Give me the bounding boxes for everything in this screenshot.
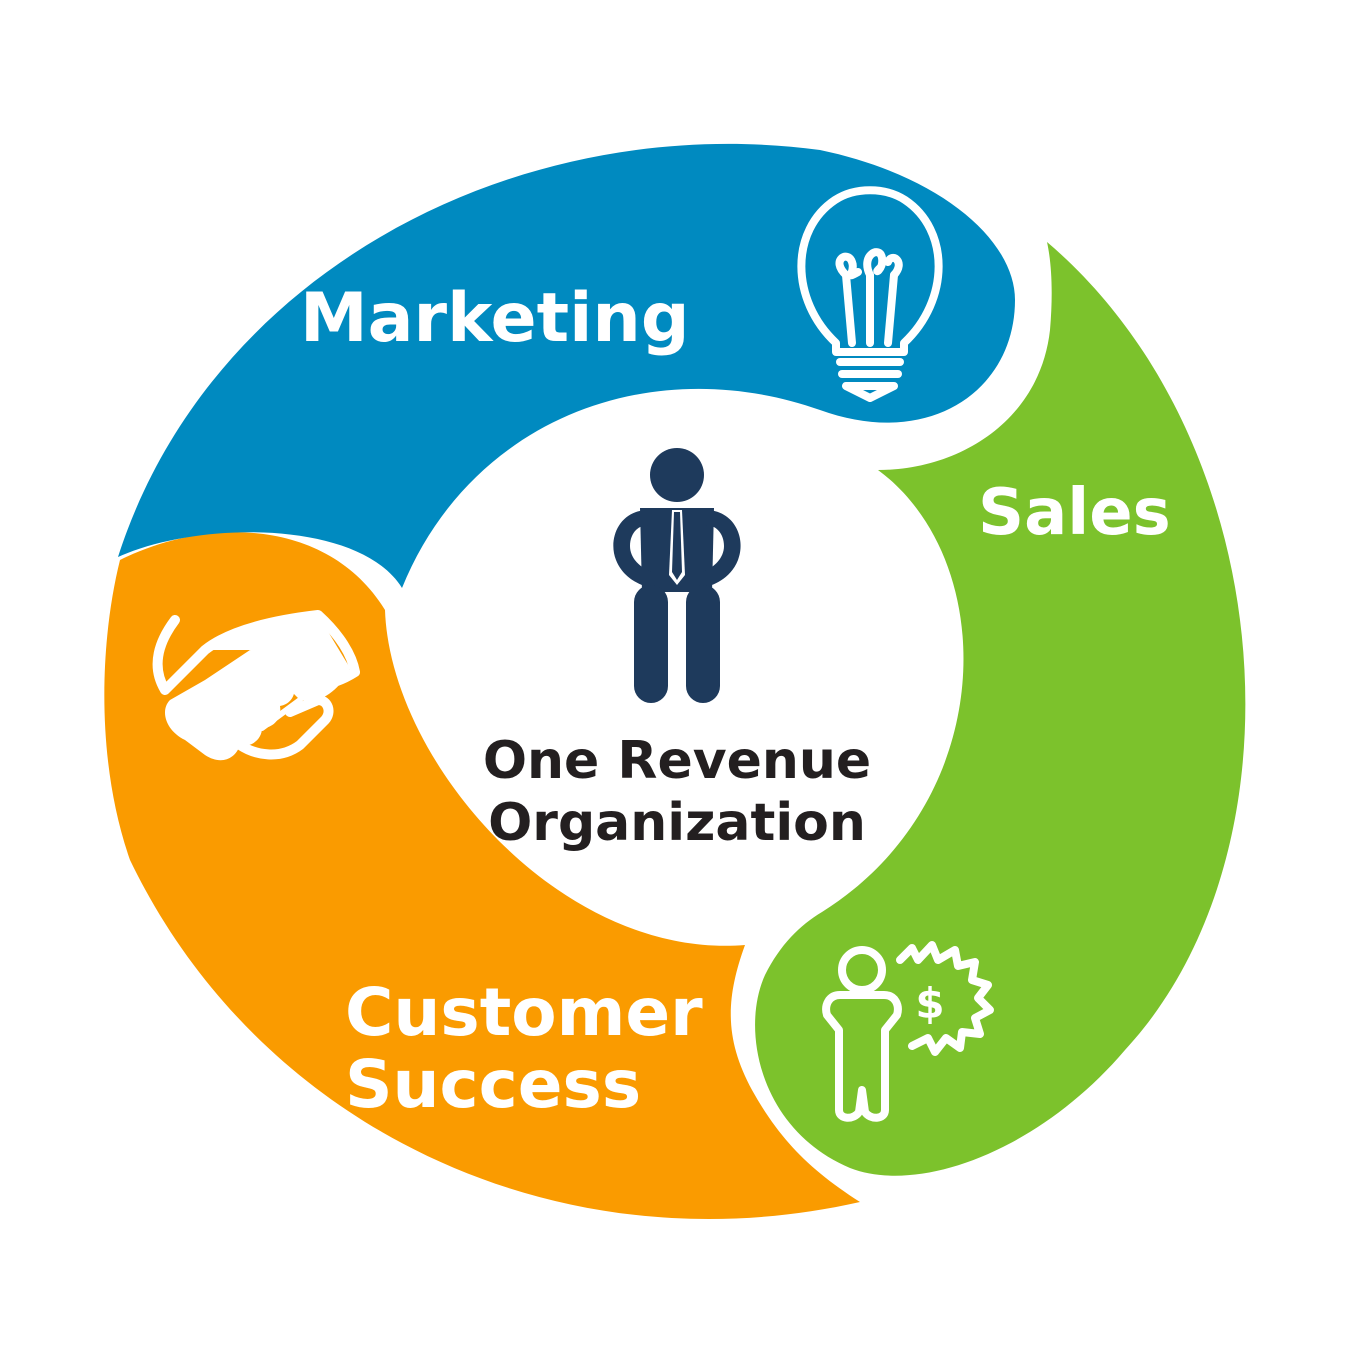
sales-segment (755, 242, 1246, 1176)
center-label-line2: Organization (488, 793, 866, 853)
customer-success-label-line1: Customer (345, 974, 703, 1051)
center-label-line1: One Revenue (483, 731, 871, 791)
person-dollar-icon: $ (822, 941, 994, 1122)
sales-label: Sales (978, 476, 1171, 550)
marketing-label: Marketing (300, 279, 690, 358)
person-icon (613, 448, 741, 703)
marketing-segment (118, 143, 1015, 588)
lightbulb-icon (797, 186, 943, 402)
handshake-icon (152, 610, 360, 761)
customer-success-label-line2: Success (345, 1046, 641, 1123)
svg-text:$: $ (915, 979, 944, 1028)
